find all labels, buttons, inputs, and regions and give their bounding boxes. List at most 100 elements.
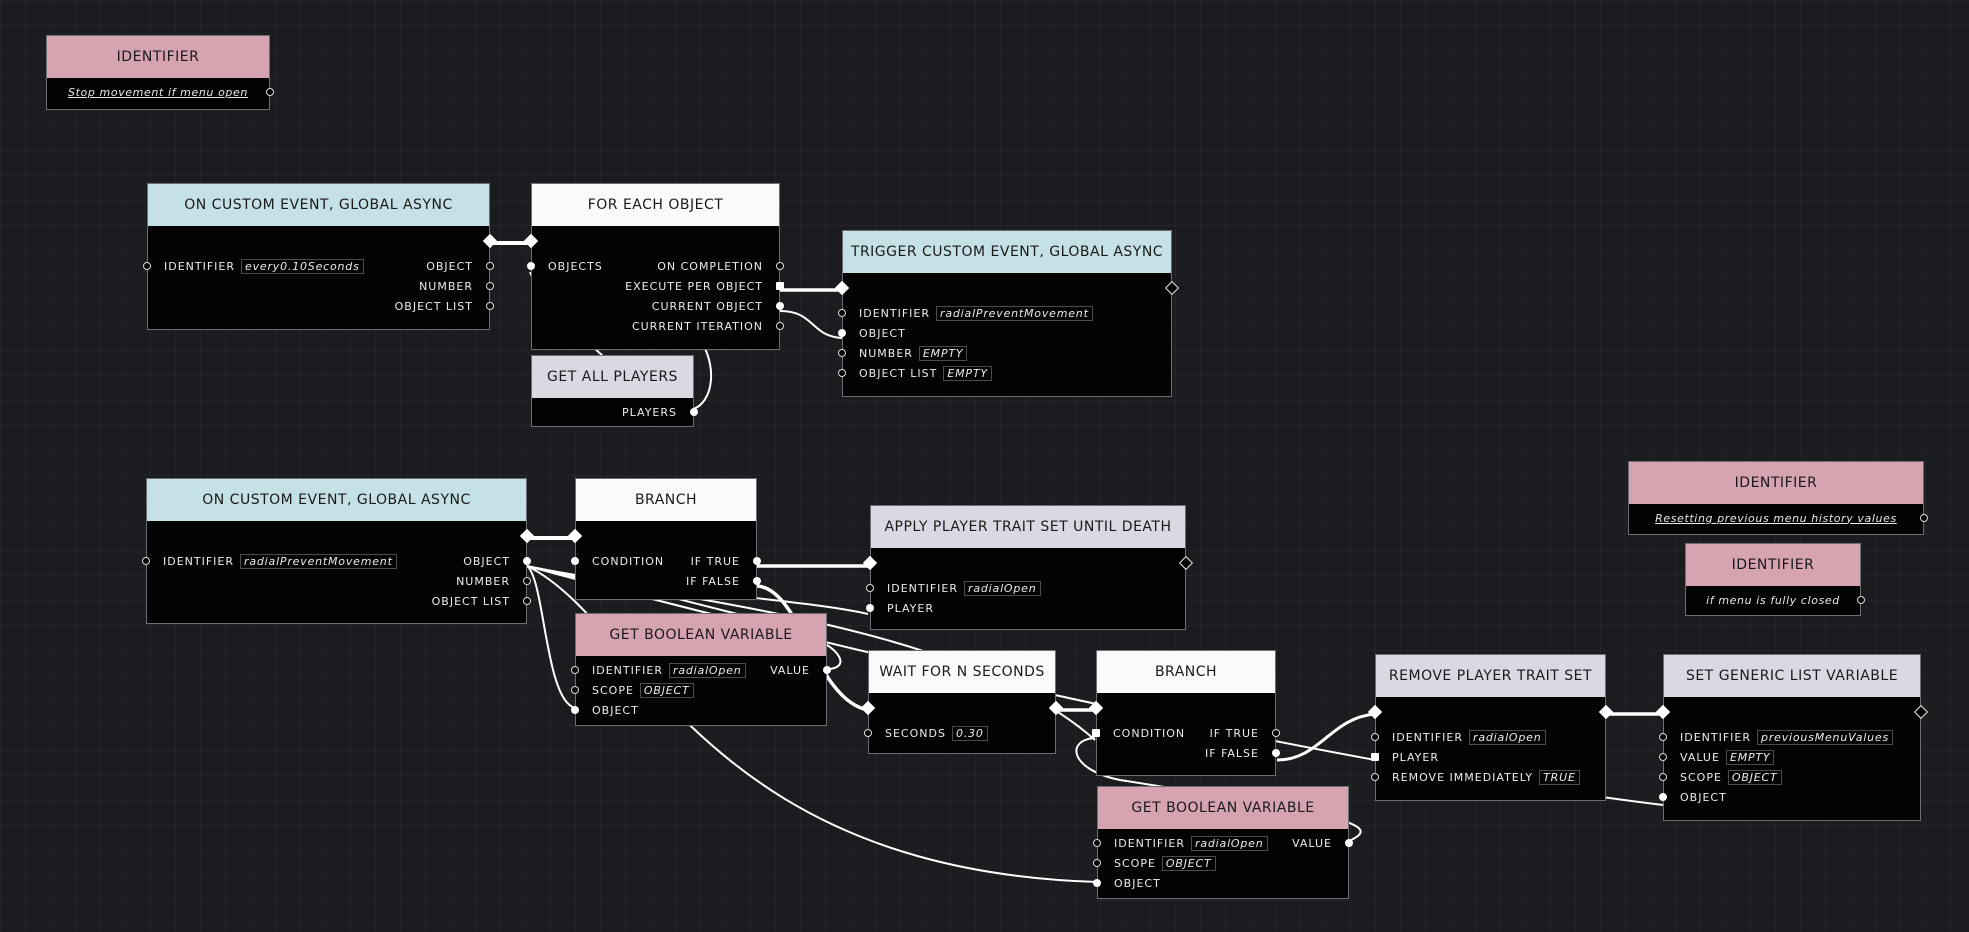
- scope-value[interactable]: OBJECT: [639, 682, 694, 698]
- comment-output-pin[interactable]: [1920, 514, 1928, 522]
- exec-out-pin[interactable]: [482, 233, 498, 249]
- identifier-value[interactable]: radialOpen: [1191, 835, 1268, 851]
- object-input-pin[interactable]: [1659, 793, 1667, 801]
- comment-output-pin[interactable]: [1857, 596, 1865, 604]
- if-true-pin[interactable]: [753, 557, 761, 565]
- identifier-value[interactable]: radialOpen: [1469, 729, 1546, 745]
- scope-value[interactable]: OBJECT: [1727, 769, 1782, 785]
- branch-node-2[interactable]: BRANCH CONDITION IF TRUE IF FALSE: [1088, 650, 1280, 776]
- identifier-value[interactable]: radialPreventMovement: [240, 553, 397, 569]
- value-value[interactable]: EMPTY: [1725, 749, 1775, 765]
- remove-immediately-value[interactable]: TRUE: [1539, 769, 1580, 785]
- number-output-pin[interactable]: [523, 577, 531, 585]
- player-input-pin[interactable]: [1371, 753, 1379, 761]
- scope-value[interactable]: OBJECT: [1161, 855, 1216, 871]
- identifier-input-pin[interactable]: [1093, 839, 1101, 847]
- object-input-pin[interactable]: [838, 329, 846, 337]
- if-true-label: IF TRUE: [1209, 726, 1259, 740]
- scope-input-pin[interactable]: [571, 686, 579, 694]
- scope-input-pin[interactable]: [1659, 773, 1667, 781]
- execute-per-object-pin[interactable]: [776, 282, 784, 290]
- identifier-value[interactable]: every0.10Seconds: [241, 258, 364, 274]
- identifier-value[interactable]: radialOpen: [964, 580, 1041, 596]
- condition-label: CONDITION: [1113, 726, 1186, 740]
- comment-node-menu-closed[interactable]: IDENTIFIER if menu is fully closed: [1685, 543, 1865, 616]
- number-input-pin[interactable]: [838, 349, 846, 357]
- if-true-pin[interactable]: [1272, 729, 1280, 737]
- identifier-input-pin[interactable]: [866, 584, 874, 592]
- trigger-custom-event-node[interactable]: TRIGGER CUSTOM EVENT, GLOBAL ASYNC IDENT…: [834, 230, 1180, 397]
- event-node-prevent-movement[interactable]: ON CUSTOM EVENT, GLOBAL ASYNC IDENTIFIER…: [142, 478, 535, 624]
- number-output-pin[interactable]: [486, 282, 494, 290]
- identifier-value[interactable]: previousMenuValues: [1757, 729, 1893, 745]
- object-list-output-pin[interactable]: [523, 597, 531, 605]
- objects-input-pin[interactable]: [527, 262, 535, 270]
- for-each-object-node[interactable]: FOR EACH OBJECT OBJECTS ON COMPLETION EX…: [523, 183, 784, 350]
- object-list-output-label: OBJECT LIST: [431, 594, 510, 608]
- object-label: OBJECT: [592, 703, 639, 717]
- comment-output-pin[interactable]: [266, 88, 274, 96]
- object-output-pin[interactable]: [523, 557, 531, 565]
- seconds-input-pin[interactable]: [864, 729, 872, 737]
- exec-out-pin[interactable]: [519, 528, 535, 544]
- identifier-input-pin[interactable]: [838, 309, 846, 317]
- condition-input-pin[interactable]: [1092, 729, 1100, 737]
- exec-out-pin[interactable]: [1178, 555, 1194, 571]
- object-input-pin[interactable]: [1093, 879, 1101, 887]
- comment-node-resetting-history[interactable]: IDENTIFIER Resetting previous menu histo…: [1628, 461, 1928, 535]
- exec-in-pin[interactable]: [1367, 704, 1383, 720]
- condition-input-pin[interactable]: [571, 557, 579, 565]
- event-node-every-tick[interactable]: ON CUSTOM EVENT, GLOBAL ASYNC IDENTIFIER…: [143, 183, 498, 330]
- object-list-output-label: OBJECT LIST: [394, 299, 473, 313]
- object-input-pin[interactable]: [571, 706, 579, 714]
- branch-node-1[interactable]: BRANCH CONDITION IF TRUE IF FALSE: [567, 478, 761, 600]
- exec-out-pin[interactable]: [1048, 700, 1064, 716]
- exec-in-pin[interactable]: [1088, 700, 1104, 716]
- get-all-players-node[interactable]: GET ALL PLAYERS PLAYERS: [531, 355, 698, 427]
- scope-input-pin[interactable]: [1093, 859, 1101, 867]
- apply-trait-set-node[interactable]: APPLY PLAYER TRAIT SET UNTIL DEATH IDENT…: [862, 505, 1194, 630]
- exec-out-pin[interactable]: [1913, 704, 1929, 720]
- identifier-input-pin[interactable]: [571, 666, 579, 674]
- identifier-input-pin[interactable]: [1371, 733, 1379, 741]
- exec-in-pin[interactable]: [1655, 704, 1671, 720]
- node-title: APPLY PLAYER TRAIT SET UNTIL DEATH: [871, 506, 1185, 548]
- identifier-value[interactable]: radialOpen: [669, 662, 746, 678]
- identifier-input-pin[interactable]: [142, 557, 150, 565]
- current-iteration-pin[interactable]: [776, 322, 784, 330]
- exec-in-pin[interactable]: [567, 528, 583, 544]
- exec-in-pin[interactable]: [860, 700, 876, 716]
- identifier-input-pin[interactable]: [143, 262, 151, 270]
- exec-out-pin[interactable]: [1598, 704, 1614, 720]
- object-output-pin[interactable]: [486, 262, 494, 270]
- object-list-value[interactable]: EMPTY: [943, 365, 992, 381]
- value-output-pin[interactable]: [823, 666, 831, 674]
- value-output-pin[interactable]: [1345, 839, 1353, 847]
- comment-node-stop-movement[interactable]: IDENTIFIER Stop movement if menu open: [46, 35, 274, 110]
- if-false-pin[interactable]: [753, 577, 761, 585]
- player-input-pin[interactable]: [866, 604, 874, 612]
- exec-out-pin[interactable]: [1164, 280, 1180, 296]
- seconds-value[interactable]: 0.30: [951, 725, 988, 741]
- on-completion-pin[interactable]: [776, 262, 784, 270]
- object-list-output-pin[interactable]: [486, 302, 494, 310]
- exec-in-pin[interactable]: [523, 233, 539, 249]
- remove-immediately-input-pin[interactable]: [1371, 773, 1379, 781]
- number-value[interactable]: EMPTY: [918, 345, 968, 361]
- condition-label: CONDITION: [592, 554, 665, 568]
- exec-in-pin[interactable]: [834, 280, 850, 296]
- players-output-pin[interactable]: [690, 408, 698, 416]
- value-input-pin[interactable]: [1659, 753, 1667, 761]
- remove-immediately-label: REMOVE IMMEDIATELY: [1392, 770, 1534, 784]
- current-object-pin[interactable]: [776, 302, 784, 310]
- object-list-input-pin[interactable]: [838, 369, 846, 377]
- exec-in-pin[interactable]: [862, 555, 878, 571]
- identifier-value[interactable]: radialPreventMovement: [936, 305, 1093, 321]
- if-false-pin[interactable]: [1272, 749, 1280, 757]
- identifier-input-pin[interactable]: [1659, 733, 1667, 741]
